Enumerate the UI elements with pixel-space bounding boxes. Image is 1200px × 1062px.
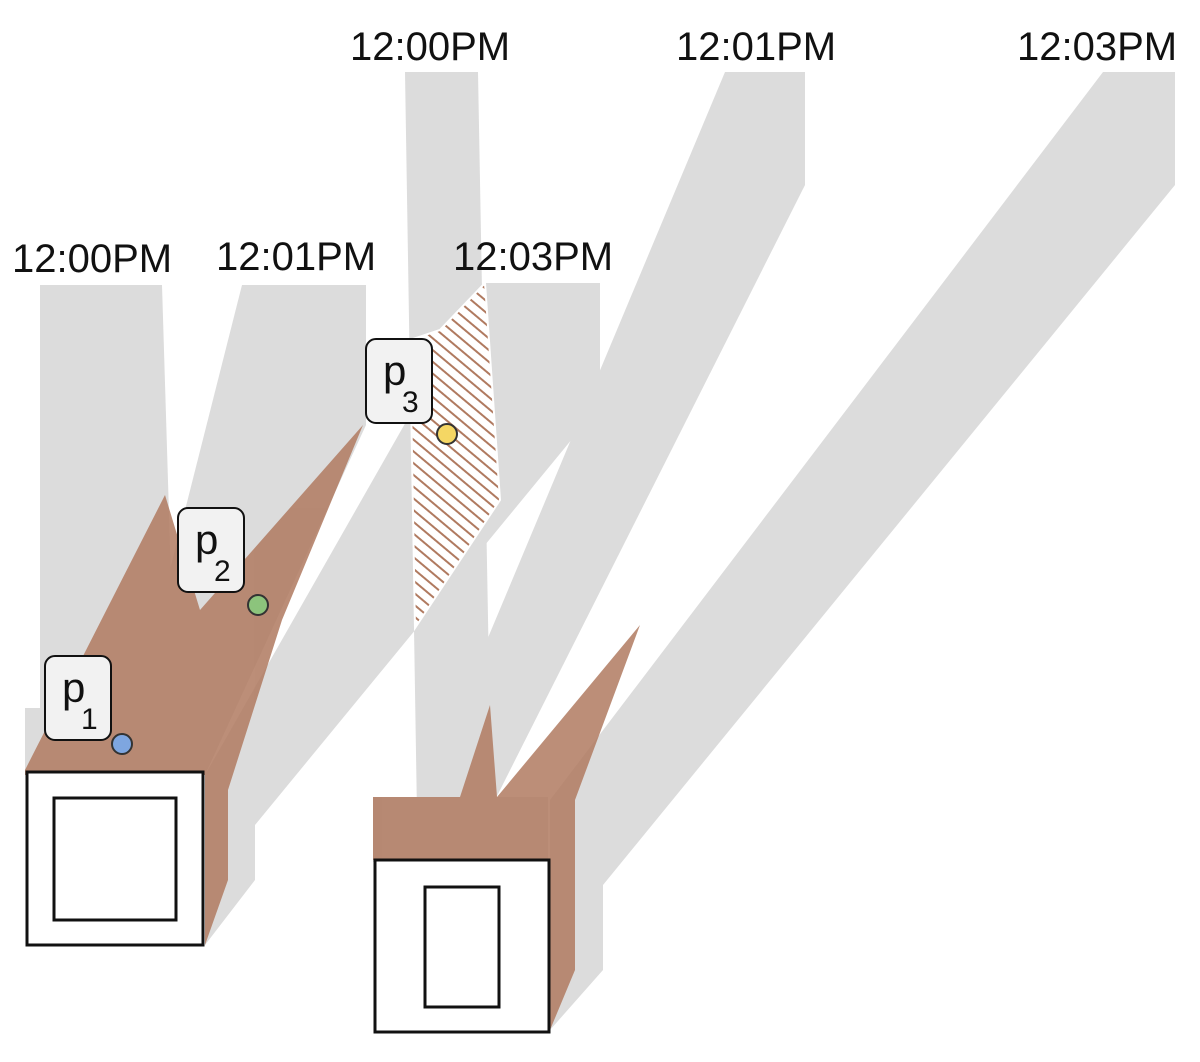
left-time-label-1201pm: 12:01PM [216, 235, 376, 279]
point-p2-dot [247, 594, 269, 616]
left-time-label-1203pm: 12:03PM [453, 235, 613, 279]
point-label-p2: p 2 [177, 507, 245, 593]
point-label-p3-subscript: 3 [402, 386, 419, 419]
point-label-p1-subscript: 1 [81, 703, 98, 736]
point-label-p1-letter: p [62, 664, 85, 711]
camera-left [25, 770, 205, 947]
frustum-right [373, 625, 640, 1030]
point-label-p1: p 1 [44, 655, 112, 741]
point-label-p2-letter: p [195, 516, 218, 563]
point-label-p3-box [365, 338, 433, 424]
right-time-label-1200pm: 12:00PM [350, 25, 510, 69]
point-label-p2-subscript: 2 [214, 555, 231, 588]
point-label-p2-box [177, 507, 245, 593]
beam-right-1201pm [420, 72, 805, 800]
view-frustums [25, 425, 640, 1030]
point-p1-dot [111, 733, 133, 755]
left-time-label-1200pm: 12:00PM [12, 237, 172, 281]
camera-left-inner [52, 796, 178, 922]
time-labels: 12:00PM 12:01PM 12:03PM 12:00PM 12:01PM … [12, 25, 1177, 281]
beam-right-1203pm [550, 72, 1175, 1030]
camera-right-inner [423, 885, 501, 1009]
points [111, 423, 458, 755]
point-label-p3: p 3 [365, 338, 433, 424]
point-label-p1-box [44, 655, 112, 741]
right-time-label-1201pm: 12:01PM [676, 25, 836, 69]
camera-right [373, 858, 551, 1034]
beam-left-1203pm [205, 283, 600, 945]
point-label-p3-letter: p [383, 347, 406, 394]
frustum-left [25, 425, 363, 945]
right-time-label-1203pm: 12:03PM [1017, 25, 1177, 69]
point-p3-dot [436, 423, 458, 445]
